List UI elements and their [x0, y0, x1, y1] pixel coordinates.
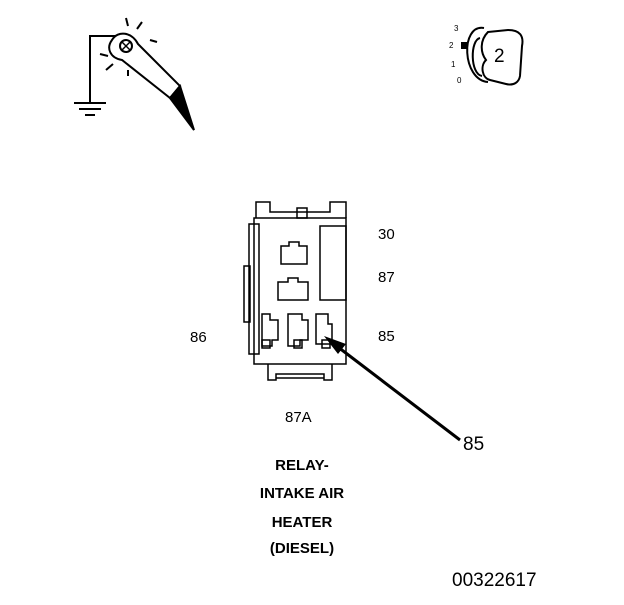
- title-line-2: INTAKE AIR: [259, 485, 345, 502]
- pin-label-30: 30: [378, 226, 395, 243]
- pin-label-87: 87: [378, 269, 395, 286]
- ignition-position-0: 0: [457, 76, 462, 85]
- ignition-position-1: 1: [451, 60, 456, 69]
- ignition-key-icon: [461, 26, 524, 86]
- test-light-probe-icon: [89, 17, 195, 131]
- figure-id: 00322617: [452, 570, 537, 591]
- callout-label-85: 85: [463, 434, 485, 455]
- ground-symbol-icon: [74, 100, 106, 116]
- title-line-4: (DIESEL): [269, 540, 335, 557]
- pin-label-85: 85: [378, 328, 395, 345]
- callout-arrow: [324, 336, 461, 442]
- ignition-key-label: 2: [494, 46, 505, 67]
- pin-label-86: 86: [190, 329, 207, 346]
- relay-connector: [243, 201, 347, 381]
- title-line-1: RELAY-: [275, 457, 329, 474]
- title-line-3: HEATER: [271, 514, 333, 531]
- ignition-position-2: 2: [449, 41, 454, 50]
- pin-label-87a: 87A: [285, 409, 312, 426]
- ignition-position-3: 3: [454, 24, 459, 33]
